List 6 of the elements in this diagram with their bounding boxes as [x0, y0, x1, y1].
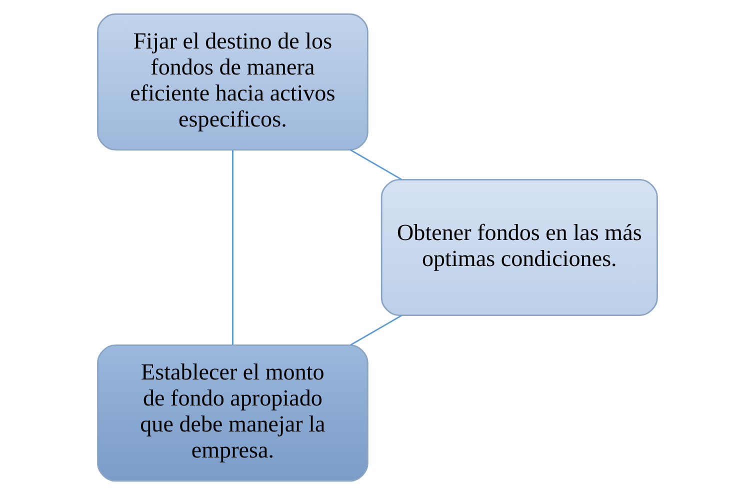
connector: [350, 314, 402, 346]
node-box: Establecer el monto de fondo apropiado que debe manejar la empresa.: [96, 344, 368, 482]
node-box: Obtener fondos en las más optimas condiciones.: [380, 178, 658, 316]
node-box: Fijar el destino de los fondos de manera eficiente hacia activos especificos.: [96, 13, 368, 151]
connector: [350, 149, 402, 180]
connector: [231, 150, 233, 345]
